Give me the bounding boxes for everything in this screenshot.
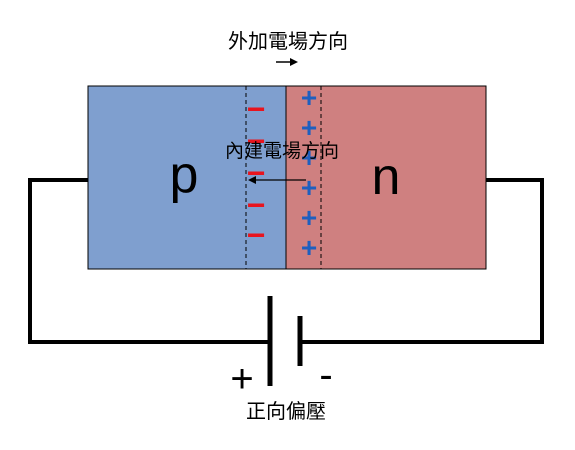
external-field-arrow xyxy=(276,58,298,66)
positive-charge: + xyxy=(301,232,317,263)
positive-charge: + xyxy=(301,112,317,143)
positive-charge: + xyxy=(301,142,317,173)
battery-plus-label: + xyxy=(230,357,253,401)
battery-minus-label: - xyxy=(319,353,332,397)
negative-charge: − xyxy=(247,91,266,127)
negative-charge: − xyxy=(247,217,266,253)
p-label: p xyxy=(170,146,199,204)
positive-charge: + xyxy=(301,172,317,203)
n-region xyxy=(285,85,487,270)
n-label: n xyxy=(372,148,401,206)
negative-charge: − xyxy=(247,187,266,223)
positive-charge: + xyxy=(301,82,317,113)
positive-charge: + xyxy=(301,202,317,233)
internal-field-arrow xyxy=(248,176,306,184)
negative-charge: − xyxy=(247,123,266,159)
negative-charge: − xyxy=(247,155,266,191)
circuit-wire xyxy=(28,178,544,344)
negative-charges: − − − − − xyxy=(247,91,266,253)
positive-charges: + + + + + + xyxy=(301,82,317,263)
bias-label: 正向偏壓 xyxy=(246,399,326,423)
internal-field-label: 內建電場方向 xyxy=(225,140,339,162)
external-field-label: 外加電場方向 xyxy=(228,29,348,53)
